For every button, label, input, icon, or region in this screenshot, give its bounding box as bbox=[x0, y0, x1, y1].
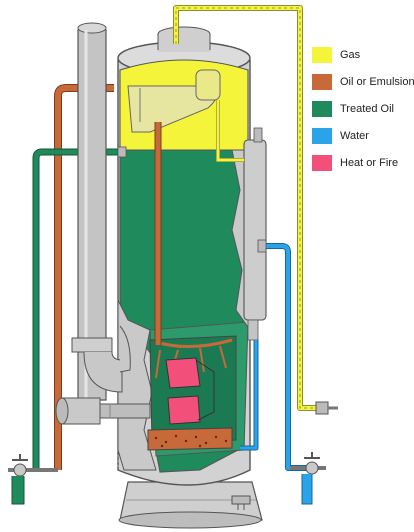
oil-emulsion-pipe bbox=[54, 84, 162, 470]
exhaust-stack bbox=[71, 22, 131, 401]
legend-label: Water bbox=[340, 130, 369, 142]
water-leg-column bbox=[216, 100, 267, 341]
vessel-base bbox=[118, 481, 263, 529]
valve-icon[interactable] bbox=[8, 454, 58, 505]
legend-item-treated-oil: Treated Oil bbox=[312, 100, 412, 118]
water-pipe bbox=[240, 239, 306, 471]
legend-swatch bbox=[312, 155, 332, 171]
gas-pipe bbox=[173, 5, 316, 411]
legend-item-gas: Gas bbox=[312, 46, 412, 64]
valve-icon[interactable] bbox=[290, 452, 326, 505]
valve-icon[interactable] bbox=[315, 401, 338, 415]
legend-swatch bbox=[312, 128, 332, 144]
treated-oil-pipe bbox=[32, 146, 127, 468]
legend-item-oil-emulsion: Oil or Emulsion bbox=[312, 73, 414, 91]
legend: Gas Oil or Emulsion Treated Oil Water He… bbox=[312, 46, 414, 181]
legend-label: Heat or Fire bbox=[340, 157, 399, 169]
gas-section bbox=[119, 59, 249, 151]
firebox bbox=[147, 335, 237, 451]
legend-item-water: Water bbox=[312, 127, 412, 145]
legend-swatch bbox=[312, 74, 332, 90]
legend-label: Gas bbox=[340, 49, 361, 61]
legend-label: Oil or Emulsion bbox=[340, 76, 414, 88]
legend-swatch bbox=[312, 101, 332, 117]
legend-label: Treated Oil bbox=[340, 103, 395, 115]
burner-housing bbox=[55, 397, 151, 425]
legend-swatch bbox=[312, 47, 332, 63]
drain-valve-icon[interactable] bbox=[231, 495, 251, 510]
legend-item-heat-fire: Heat or Fire bbox=[312, 154, 412, 172]
